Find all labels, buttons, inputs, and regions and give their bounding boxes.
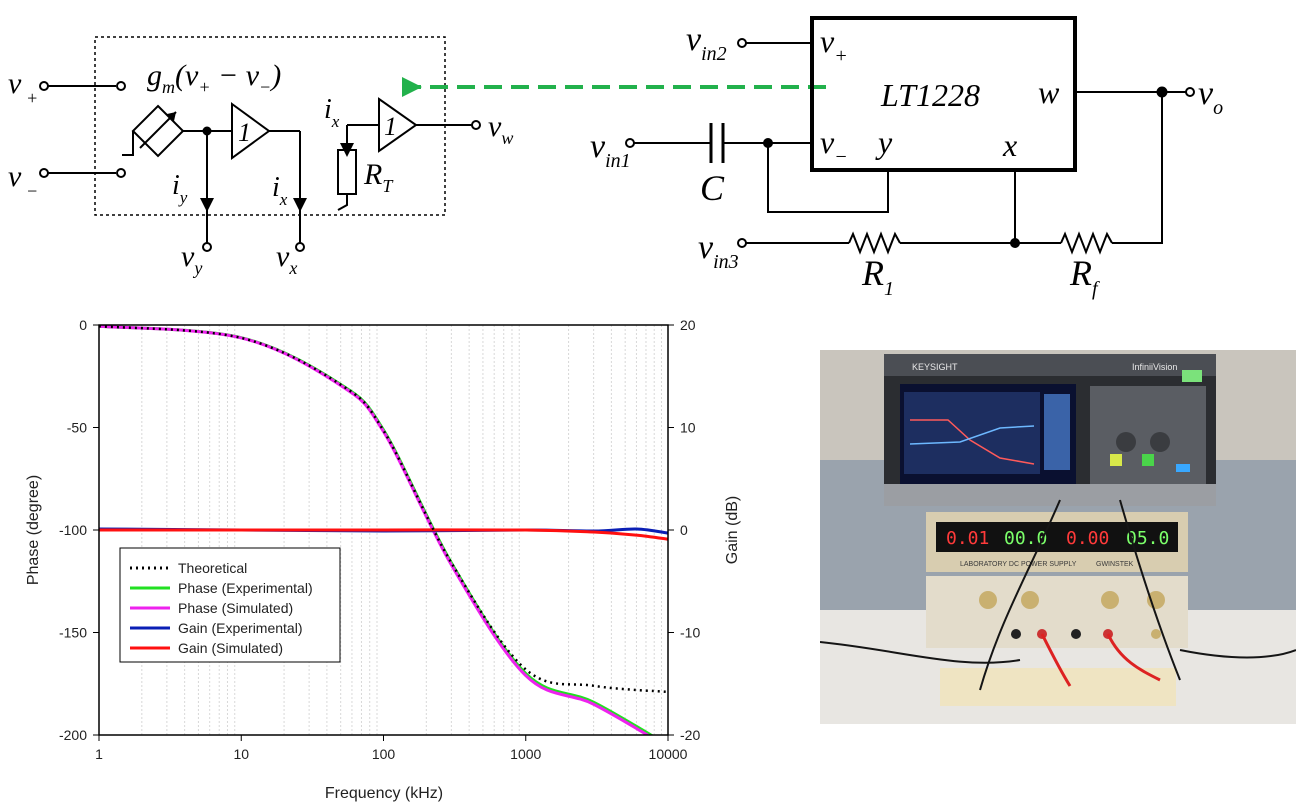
r1-resistor (848, 231, 901, 255)
legend-box (119, 547, 341, 663)
chip-name: LT1228 (880, 77, 980, 113)
pin-plus-label: v+ (820, 23, 848, 67)
y-tick-label: -50 (67, 420, 87, 436)
series-line-4 (99, 528, 668, 541)
buffer-1-gain: 1 (238, 118, 251, 147)
vin2-terminal[interactable] (737, 38, 747, 48)
vw-terminal[interactable] (471, 120, 481, 130)
transconductance-source (131, 104, 185, 158)
svg-text:−: − (26, 181, 38, 201)
ix-source-label: ix (324, 94, 340, 131)
y2-axis-label: Gain (dB) (724, 496, 741, 564)
supply-brand: GWINSTEK (1096, 561, 1134, 568)
buffer-2-gain: 1 (384, 112, 397, 141)
vo-label: vo (1198, 75, 1223, 119)
rf-resistor (1060, 231, 1113, 255)
application-circuit (625, 16, 1195, 255)
vw-label: vw (488, 110, 513, 148)
pin-minus-label: v− (820, 124, 848, 168)
vy-label: vy (181, 240, 202, 278)
svg-text:+: + (26, 88, 38, 108)
rf-label: Rf (1069, 253, 1100, 300)
series-line-2 (99, 325, 651, 735)
y2-tick-label: 10 (680, 420, 696, 436)
y2-tick-label: -20 (680, 727, 700, 743)
pin-w-label: w (1038, 74, 1060, 110)
x-axis-label: Frequency (kHz) (325, 785, 443, 802)
supply-readout-1: 0.01 (946, 528, 989, 549)
lab-setup-photo: KEYSIGHT InfiniiVision 0.01 00.0 0.00 05… (820, 350, 1296, 724)
application-circuit-labels: LT1228 v+ v− y x w vin2 vin1 vin3 C R1 R… (590, 21, 1223, 300)
legend-entry: Phase (Experimental) (178, 580, 313, 596)
vin2-label: vin2 (686, 21, 727, 65)
pin-x-label: x (1002, 127, 1017, 163)
x-tick-label: 10 (233, 746, 249, 762)
supply-readout-4: 05.0 (1126, 528, 1169, 549)
scope-series: InfiniiVision (1132, 362, 1177, 372)
y2-tick-label: 0 (680, 522, 688, 538)
y-tick-label: -150 (59, 625, 87, 641)
x-tick-label: 1 (95, 746, 103, 762)
supply-label: LABORATORY DC POWER SUPPLY (960, 561, 1077, 568)
rt-resistor (337, 149, 357, 195)
supply-readout-2: 00.0 (1004, 528, 1047, 549)
vminus-label: v (8, 160, 22, 193)
x-tick-label: 1000 (510, 746, 541, 762)
lt1228-chip (810, 16, 1077, 172)
supply-readout-3: 0.00 (1066, 528, 1109, 549)
vx-terminal[interactable] (295, 242, 305, 252)
y-tick-label: -100 (59, 522, 87, 538)
pin-y-label: y (875, 124, 893, 160)
equivalent-model (39, 36, 481, 252)
capacitor-label: C (700, 168, 725, 208)
vy-terminal[interactable] (202, 242, 212, 252)
x-tick-label: 100 (372, 746, 396, 762)
circuit-diagrams: v + v − gm(v+ − v−) 1 1 iy ix ix RT vw v… (8, 16, 1223, 300)
legend-entry: Gain (Simulated) (178, 640, 283, 656)
vin1-terminal[interactable] (625, 138, 635, 148)
vplus-terminal[interactable] (39, 81, 49, 91)
scope-brand: KEYSIGHT (912, 362, 958, 372)
vin3-terminal[interactable] (737, 238, 747, 248)
vin3-label: vin3 (698, 229, 739, 273)
vin1-label: vin1 (590, 128, 631, 172)
vminus-terminal[interactable] (39, 168, 49, 178)
vo-terminal[interactable] (1185, 87, 1195, 97)
vplus-label: v (8, 67, 22, 100)
chart-series (99, 325, 668, 735)
legend-entry: Gain (Experimental) (178, 620, 303, 636)
legend-entry: Theoretical (178, 560, 247, 576)
buffer-1 (231, 102, 271, 160)
y-axis-label: Phase (degree) (25, 475, 42, 585)
x-tick-label: 10000 (649, 746, 688, 762)
buffer-2 (378, 97, 418, 153)
gm-expression: gm(v+ − v−) (147, 59, 281, 97)
y2-tick-label: -10 (680, 625, 700, 641)
r1-label: R1 (861, 253, 894, 300)
ix-label: ix (272, 172, 288, 209)
equivalent-model-labels: v + v − gm(v+ − v−) 1 1 iy ix ix RT vw v… (8, 59, 513, 278)
rt-label: RT (363, 158, 394, 196)
iy-label: iy (172, 170, 188, 207)
y-tick-label: 0 (79, 317, 87, 333)
vx-label: vx (276, 240, 297, 278)
series-line-1 (99, 325, 654, 735)
legend-entry: Phase (Simulated) (178, 600, 293, 616)
series-line-3 (99, 527, 668, 535)
y-tick-label: -200 (59, 727, 87, 743)
y2-tick-label: 20 (680, 317, 696, 333)
plot-frame (98, 324, 669, 736)
oscilloscope: KEYSIGHT InfiniiVision (884, 354, 1216, 506)
chart-grid (141, 325, 662, 735)
series-line-0 (99, 325, 668, 694)
dc-power-supply: 0.01 00.0 0.00 05.0 LABORATORY DC POWER … (926, 512, 1188, 648)
